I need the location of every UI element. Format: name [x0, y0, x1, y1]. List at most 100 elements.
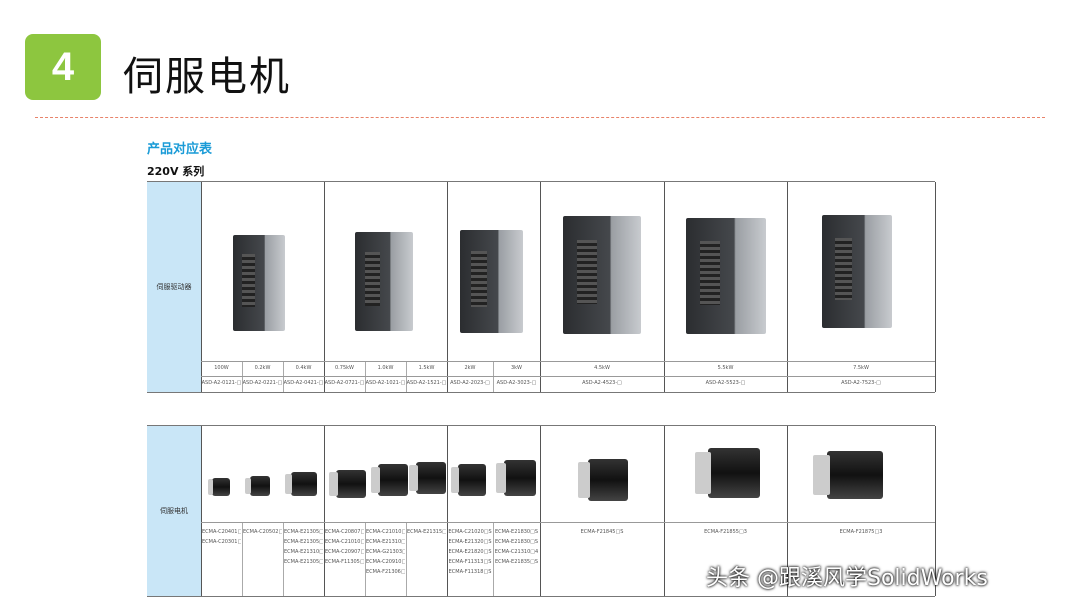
- column-divider: [201, 426, 202, 596]
- column-divider: [540, 426, 541, 596]
- column-divider: [406, 522, 407, 596]
- row-divider: [201, 361, 935, 362]
- motor-model-label: ECMA-C20807□S: [325, 529, 364, 535]
- motor-model-label: ECMA-E21315□S: [407, 529, 446, 535]
- drive-power-label: 4.5kW: [594, 365, 610, 371]
- motor-model-label: ECMA-E21310□S: [284, 549, 323, 555]
- servo-motor-image: [328, 470, 366, 498]
- motor-model-label: ECMA-E21830□S: [494, 539, 539, 545]
- column-divider: [664, 426, 665, 596]
- slide-number-badge: 4: [25, 34, 101, 100]
- motor-model-label: ECMA-G21303□S: [366, 549, 405, 555]
- motor-model-label: ECMA-C21010□S: [366, 529, 405, 535]
- row-divider: [201, 522, 935, 523]
- drive-power-label: 0.75kW: [335, 365, 354, 371]
- motor-model-label: ECMA-E21835□S: [494, 559, 539, 565]
- servo-motor-image: [245, 476, 270, 496]
- drive-model-label: ASD-A2-0421-□: [283, 380, 324, 386]
- column-divider: [787, 182, 788, 392]
- section-title: 产品对应表: [147, 142, 213, 157]
- motor-model-label: ECMA-F21845□S: [580, 529, 624, 535]
- motor-model-label: ECMA-C20301□S: [202, 539, 241, 545]
- drive-power-label: 5.5kW: [717, 365, 734, 371]
- motor-model-label: ECMA-F11313□S: [448, 559, 492, 565]
- drive-model-label: ASD-A2-1521-□: [406, 380, 447, 386]
- column-divider: [201, 182, 202, 392]
- row-label-drive: 伺服驱动器: [147, 182, 201, 392]
- servo-motor-image: [578, 459, 628, 501]
- drive-power-label: 3kW: [510, 365, 523, 371]
- column-divider: [447, 182, 448, 392]
- servo-motor-image: [370, 464, 408, 496]
- motor-model-label: ECMA-E21305□7: [284, 539, 323, 545]
- servo-motor-image: [695, 448, 760, 498]
- motor-model-label: ECMA-E21820□S: [448, 549, 492, 555]
- column-divider: [242, 522, 243, 596]
- drive-power-label: 7.5kW: [853, 365, 869, 371]
- motor-model-label: ECMA-C21310□4: [494, 549, 539, 555]
- watermark: 头条 @跟溪风学SolidWorks: [706, 566, 988, 591]
- servo-drive-image: [563, 216, 641, 334]
- servo-motor-image: [813, 451, 883, 499]
- drive-model-label: ASD-A2-7523-□: [841, 380, 881, 386]
- column-divider: [935, 426, 936, 596]
- motor-model-label: ECMA-C21010□S: [325, 539, 364, 545]
- motor-model-label: ECMA-C21020□S: [448, 529, 492, 535]
- motor-model-label: ECMA-F21875□3: [839, 529, 883, 535]
- slide-title: 伺服电机: [123, 54, 291, 100]
- drive-model-label: ASD-A2-2023-□: [450, 380, 490, 386]
- drive-power-label: 1.0kW: [377, 365, 394, 371]
- column-divider: [787, 426, 788, 596]
- servo-drive-image: [822, 215, 892, 328]
- motor-model-label: ECMA-E21830□S: [494, 529, 539, 535]
- motor-model-label: ECMA-C20907□S: [325, 549, 364, 555]
- servo-drive-image: [355, 232, 413, 331]
- series-title: 220V 系列: [147, 165, 205, 178]
- drive-table: 伺服驱动器 100W ASD-A2-0121-□ 0.2kW ASD-A2-0221-…: [147, 181, 936, 393]
- motor-model-label: ECMA-F21855□3: [704, 529, 747, 535]
- column-divider: [493, 522, 494, 596]
- drive-power-label: 1.5kW: [418, 365, 435, 371]
- column-divider: [283, 522, 284, 596]
- motor-model-label: ECMA-C20502□S: [243, 529, 282, 535]
- column-divider: [365, 522, 366, 596]
- drive-model-label: ASD-A2-3023-□: [496, 380, 537, 386]
- motor-model-label: ECMA-E21305□S: [284, 529, 323, 535]
- row-label-motor: 伺服电机: [147, 426, 201, 596]
- servo-drive-image: [460, 230, 523, 333]
- servo-motor-image: [207, 478, 230, 496]
- motor-model-label: ECMA-F11305□S: [325, 559, 364, 565]
- servo-drive-image: [233, 235, 285, 331]
- servo-drive-image: [686, 218, 766, 334]
- column-divider: [324, 182, 325, 392]
- motor-model-label: ECMA-F21306□S: [366, 569, 405, 575]
- drive-model-label: ASD-A2-5523-□: [705, 380, 746, 386]
- servo-motor-image: [408, 462, 446, 494]
- drive-model-label: ASD-A2-0221-□: [242, 380, 283, 386]
- row-divider: [201, 376, 935, 377]
- drive-power-label: 0.4kW: [295, 365, 312, 371]
- motor-table: 伺服电机 ECMA-C20401□S ECMA-C20301□SECMA-C205…: [147, 425, 936, 597]
- column-divider: [447, 426, 448, 596]
- column-divider: [540, 182, 541, 392]
- drive-model-label: ASD-A2-4523-□: [582, 380, 622, 386]
- column-divider: [935, 182, 936, 392]
- motor-model-label: ECMA-C20910□S: [366, 559, 405, 565]
- servo-motor-image: [451, 464, 486, 496]
- servo-motor-image: [284, 472, 317, 496]
- motor-model-label: ECMA-F11318□S: [448, 569, 492, 575]
- drive-power-label: 2kW: [464, 365, 476, 371]
- motor-model-label: ECMA-E21310□S: [366, 539, 405, 545]
- drive-model-label: ASD-A2-0121-□: [201, 380, 242, 386]
- drive-power-label: 100W: [214, 365, 229, 371]
- column-divider: [324, 426, 325, 596]
- column-divider: [664, 182, 665, 392]
- servo-motor-image: [496, 460, 536, 496]
- drive-model-label: ASD-A2-1021-□: [365, 380, 406, 386]
- motor-model-label: ECMA-E21320□S: [448, 539, 492, 545]
- motor-model-label: ECMA-E21305□S: [284, 559, 323, 565]
- drive-power-label: 0.2kW: [254, 365, 271, 371]
- divider: [35, 117, 1045, 118]
- drive-model-label: ASD-A2-0721-□: [324, 380, 365, 386]
- motor-model-label: ECMA-C20401□S: [202, 529, 241, 535]
